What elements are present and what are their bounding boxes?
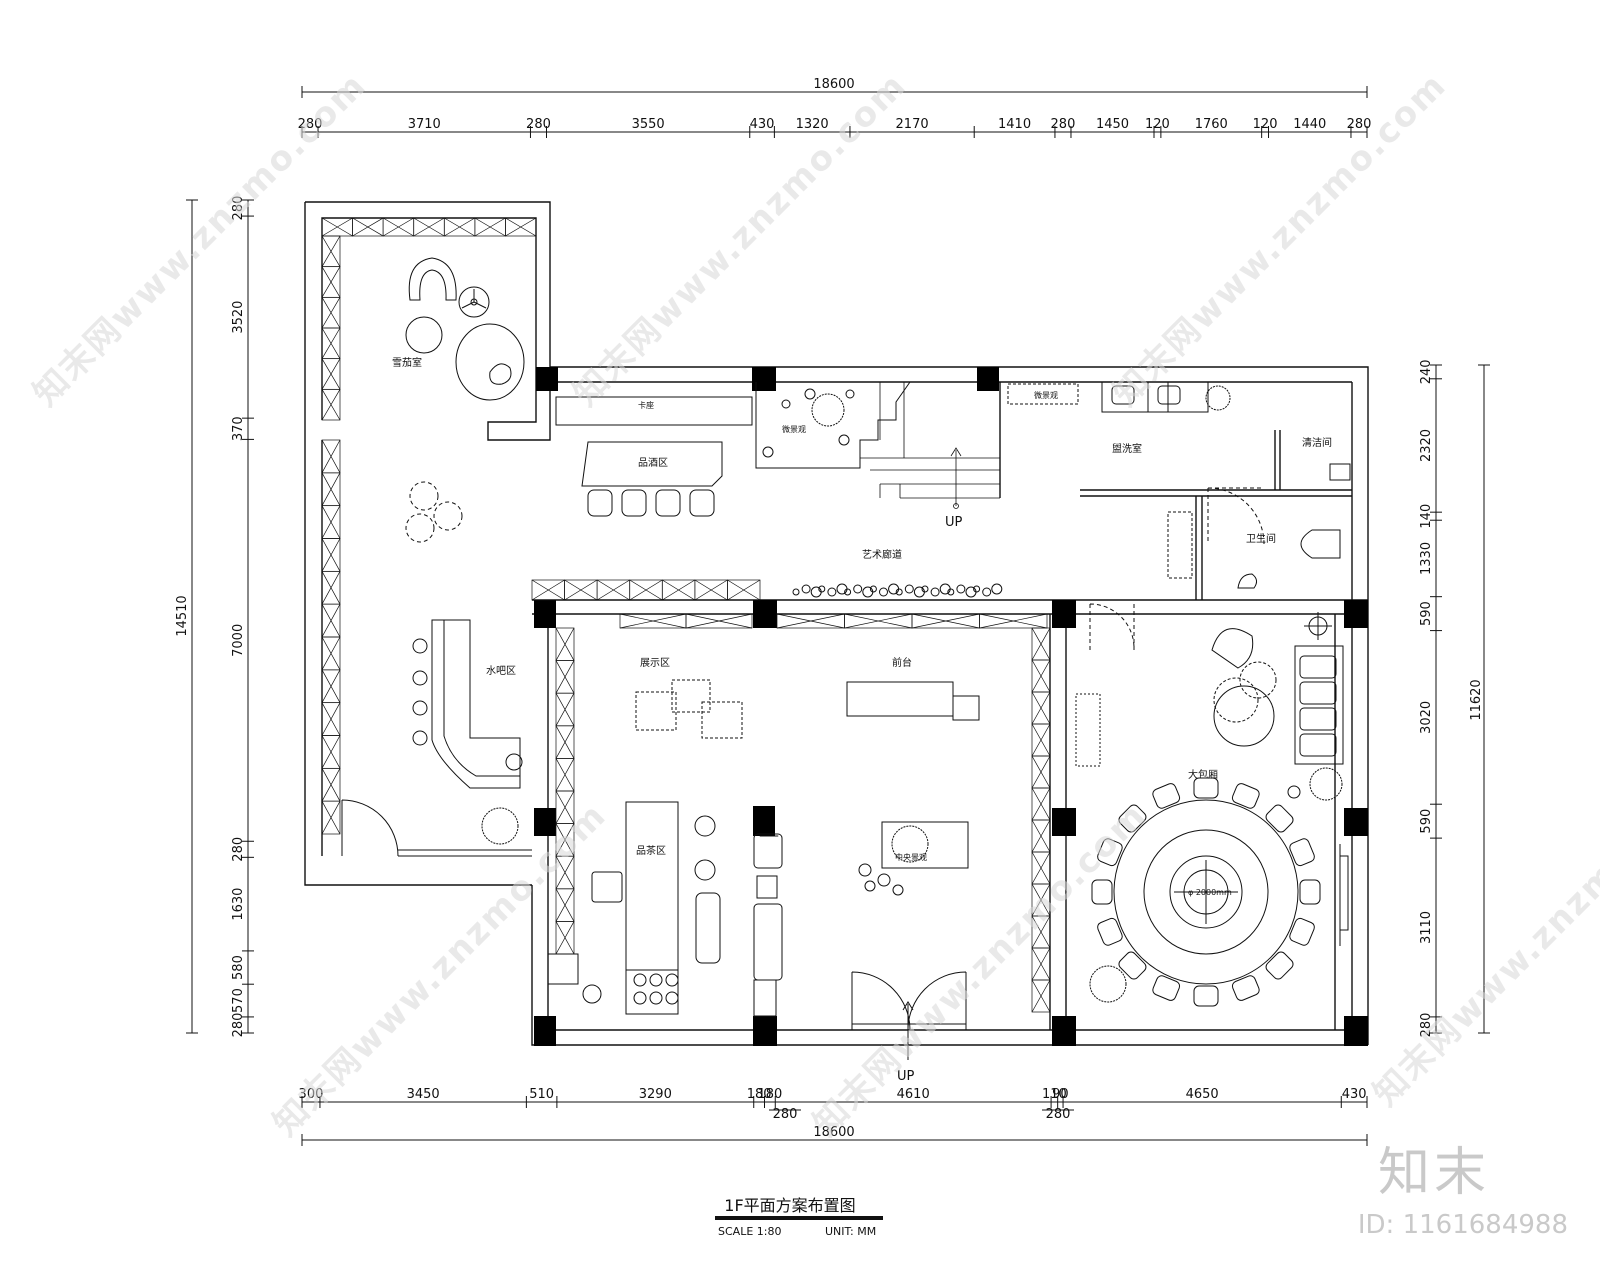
right-dim-1: 2320	[1419, 429, 1434, 462]
right-dim-4: 590	[1419, 601, 1434, 626]
left-dim-6: 580	[231, 955, 246, 980]
label-vip: 大包厢	[1188, 768, 1218, 781]
bottom-dim-3: 3290	[639, 1087, 672, 1102]
label-up-entrance: UP	[897, 1069, 915, 1084]
title-underline	[715, 1216, 883, 1220]
label-center: 中央景观	[895, 852, 927, 862]
top-dim-3: 3550	[632, 117, 665, 132]
bottom-dim-0: 300	[299, 1087, 324, 1102]
left-dim-2: 370	[231, 416, 246, 441]
label-bar: 水吧区	[486, 665, 516, 677]
top-dim-0: 280	[298, 117, 323, 132]
top-dim-4: 430	[750, 117, 775, 132]
left-dim-0: 280	[231, 196, 246, 221]
brand-logo: 知末	[1377, 1143, 1490, 1203]
bottom-dim-4: 180	[747, 1087, 772, 1102]
left-dim-5: 1630	[231, 888, 246, 921]
right-dim-2: 140	[1419, 504, 1434, 529]
brand-id: ID: 1161684988	[1357, 1210, 1568, 1240]
bottom-dim-5: 180	[757, 1087, 782, 1102]
right-dim-8: 280	[1419, 1013, 1434, 1038]
top-dim-14: 280	[1347, 117, 1372, 132]
right-dim-7: 3110	[1419, 911, 1434, 944]
top-dim-11: 1760	[1195, 117, 1228, 132]
drawing-scale: SCALE 1:80	[718, 1225, 782, 1238]
left-dim-4: 280	[231, 837, 246, 862]
bottom-sub-dim-1: 280	[1046, 1107, 1071, 1122]
bottom-dim-1: 3450	[407, 1087, 440, 1102]
left-dim-7: 570	[231, 988, 246, 1013]
top-dim-13: 1440	[1293, 117, 1326, 132]
bottom-dim-9: 4650	[1186, 1087, 1219, 1102]
right-dim-3: 1330	[1419, 542, 1434, 575]
right-dim-5: 3020	[1419, 701, 1434, 734]
right-total-dim: 11620	[1469, 679, 1484, 720]
label-wc: 卫生间	[1246, 532, 1276, 545]
top-dim-6: 2170	[896, 117, 929, 132]
bottom-dim-8: 90	[1052, 1087, 1069, 1102]
left-dim-3: 7000	[231, 624, 246, 657]
label-reception: 前台	[892, 656, 912, 669]
label-tea: 品茶区	[636, 844, 666, 857]
label-wine: 品酒区	[638, 457, 668, 469]
top-total-dim: 18600	[813, 77, 854, 92]
left-dim-1: 3520	[231, 301, 246, 334]
top-dim-8: 280	[1051, 117, 1076, 132]
label-display: 展示区	[640, 657, 670, 669]
top-dim-5: 1320	[796, 117, 829, 132]
top-dim-7: 1410	[998, 117, 1031, 132]
label-up-stairs: UP	[945, 515, 963, 530]
drawing-unit: UNIT: MM	[825, 1225, 877, 1238]
drawing-title: 1F平面方案布置图	[724, 1196, 856, 1215]
bottom-sub-dim-0: 280	[773, 1107, 798, 1122]
bottom-total-dim: 18600	[813, 1125, 854, 1140]
label-table-size: φ 2000mm	[1188, 888, 1232, 897]
label-micro-2: 微景观	[1034, 390, 1058, 400]
left-dim-8: 280	[231, 1013, 246, 1038]
top-dim-9: 1450	[1096, 117, 1129, 132]
label-wash: 盥洗室	[1112, 442, 1142, 455]
left-total-dim: 14510	[175, 595, 190, 636]
top-dim-1: 3710	[408, 117, 441, 132]
bottom-dim-7: 110	[1042, 1087, 1067, 1102]
top-dim-12: 120	[1253, 117, 1278, 132]
label-booth: 卡座	[638, 400, 654, 410]
top-dim-10: 120	[1145, 117, 1170, 132]
right-dim-0: 240	[1419, 359, 1434, 384]
label-corridor: 艺术廊道	[862, 548, 902, 561]
top-dim-2: 280	[526, 117, 551, 132]
label-clean: 清洁间	[1302, 436, 1332, 449]
bottom-dim-2: 510	[529, 1087, 554, 1102]
bottom-dim-10: 430	[1342, 1087, 1367, 1102]
bottom-dim-6: 4610	[897, 1087, 930, 1102]
right-dim-6: 590	[1419, 809, 1434, 834]
label-cigar: 雪茄室	[392, 356, 422, 369]
label-micro: 微景观	[782, 424, 806, 434]
